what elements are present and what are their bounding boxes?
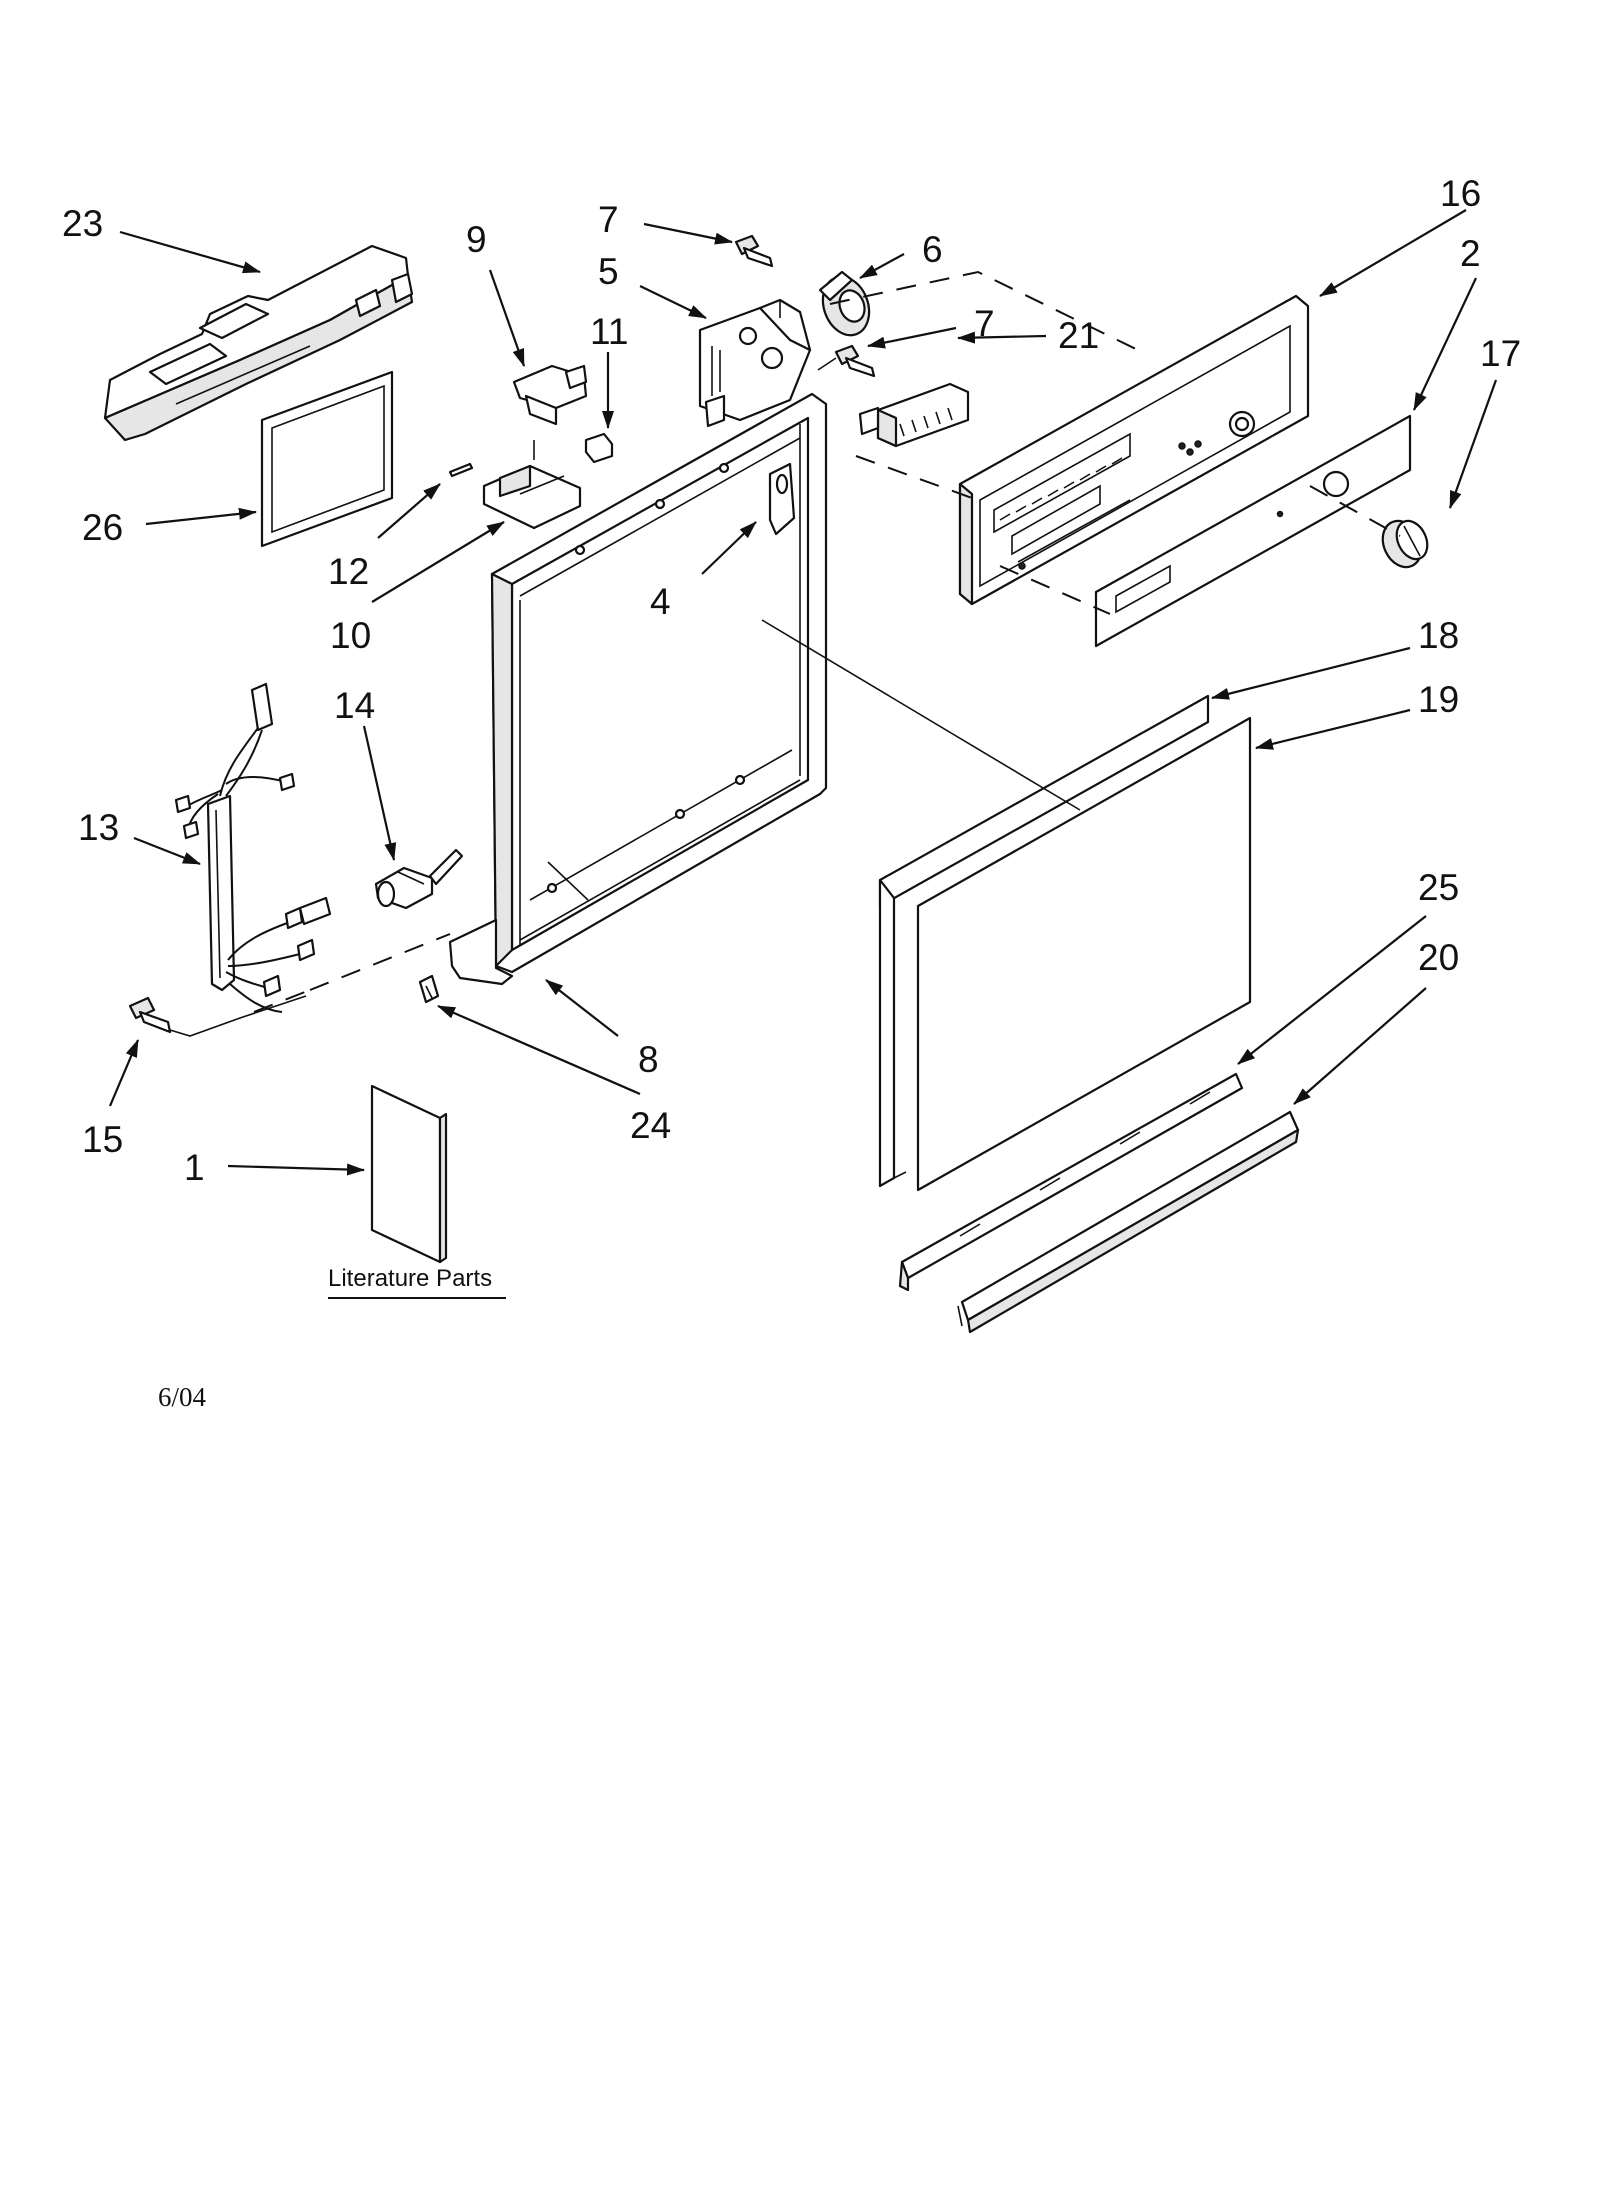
leader-2 (1413, 277, 1477, 411)
part-6-cam (818, 270, 871, 337)
part-13-wire-harness (174, 682, 332, 1013)
leader-arrows (108, 209, 1498, 1176)
part-9-switch (512, 364, 588, 426)
part-23-housing (103, 244, 414, 442)
callout-11: 11 (590, 311, 628, 352)
callout-25: 25 (1418, 867, 1459, 908)
leader-20 (1293, 987, 1427, 1105)
leader-14 (362, 725, 397, 861)
callout-23: 23 (62, 203, 103, 244)
callout-24: 24 (630, 1105, 671, 1146)
part-12-pin (448, 462, 474, 478)
leader-12 (377, 483, 441, 539)
callout-10: 10 (330, 615, 371, 656)
leader-16 (1319, 209, 1467, 297)
callout-16: 16 (1440, 173, 1481, 214)
callout-17: 17 (1480, 333, 1521, 374)
assembly-dashed-lines (253, 270, 1401, 1013)
callout-21: 21 (1058, 315, 1099, 356)
callout-labels: 23 26 9 11 12 10 7 5 6 7 21 4 16 2 17 18… (62, 173, 1521, 1188)
callout-13: 13 (78, 807, 119, 848)
leader-19 (1255, 708, 1411, 750)
leader-13 (133, 836, 201, 866)
leader-10 (371, 521, 505, 603)
leader-25 (1237, 915, 1427, 1065)
part-1-literature (370, 1084, 448, 1264)
part-15-screw (128, 996, 172, 1034)
callout-9: 9 (466, 219, 487, 260)
part-7-screw-lower (834, 344, 876, 378)
callout-7-lower: 7 (974, 303, 995, 344)
leader-1 (227, 1163, 365, 1176)
leader-8 (545, 979, 619, 1037)
date-code: 6/04 (158, 1382, 207, 1412)
leader-5 (639, 285, 707, 319)
leader-23 (119, 230, 261, 274)
callout-14: 14 (334, 685, 375, 726)
callout-8: 8 (638, 1039, 659, 1080)
part-4-door-frame (448, 392, 828, 986)
leader-15 (108, 1039, 140, 1107)
part-26-panel (260, 370, 394, 548)
part-10-bracket (482, 464, 582, 530)
callout-18: 18 (1418, 615, 1459, 656)
part-21-connector (858, 382, 970, 448)
part-18-door-panel (878, 694, 1210, 1188)
callout-2: 2 (1460, 233, 1481, 274)
part-16-console (958, 294, 1310, 606)
leader-6 (859, 253, 905, 279)
callout-6: 6 (922, 229, 943, 270)
part-11-clip (584, 432, 614, 464)
part-7-screw-upper (734, 234, 774, 268)
part-19-door-panel (916, 716, 1252, 1192)
callout-12: 12 (328, 551, 369, 592)
callout-26: 26 (82, 507, 123, 548)
part-20-bottom-trim (957, 1110, 1300, 1334)
callout-4: 4 (650, 581, 671, 622)
leader-21 (957, 331, 1047, 344)
literature-parts-label: Literature Parts (328, 1265, 492, 1292)
callout-1: 1 (184, 1147, 205, 1188)
callout-5: 5 (598, 251, 619, 292)
assembly-solid-lines (169, 300, 1081, 1037)
leader-26 (145, 507, 257, 526)
callout-19: 19 (1418, 679, 1459, 720)
literature-caption: Literature Parts (328, 1265, 506, 1299)
leader-7b (867, 326, 957, 349)
part-5-latch-assembly (698, 298, 812, 428)
leader-9 (488, 269, 526, 367)
part-25-trim (898, 1072, 1244, 1292)
leader-4 (701, 521, 757, 575)
leader-18 (1211, 646, 1411, 700)
callout-7-upper: 7 (598, 199, 619, 240)
part-2-overlay (1094, 414, 1412, 648)
part-14-sensor (374, 848, 464, 910)
callout-20: 20 (1418, 937, 1459, 978)
leader-7a (643, 222, 733, 245)
callout-15: 15 (82, 1119, 123, 1160)
part-17-knob (1381, 519, 1429, 569)
leader-17 (1448, 379, 1498, 509)
part-24-clip (418, 974, 440, 1004)
leader-24 (437, 1004, 641, 1096)
